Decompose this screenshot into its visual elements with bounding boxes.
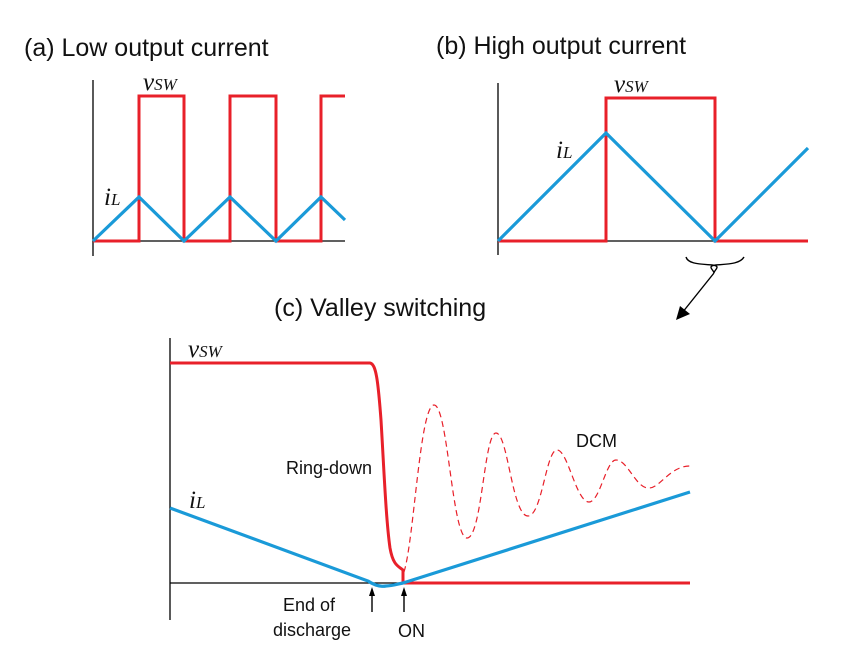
panel-c-dcm-ringing — [403, 404, 691, 573]
panel-c-vsw-label: vSW — [188, 336, 224, 363]
panel-b-vsw-waveform — [498, 96, 808, 243]
panel-b-il-label: iL — [556, 137, 572, 164]
on-arrow-head — [401, 587, 407, 596]
panel-c-vsw-waveform — [170, 361, 690, 585]
ring-down-label: Ring-down — [286, 458, 372, 478]
panel-a-title: (a) Low output current — [24, 34, 269, 62]
panel-c-il-waveform — [169, 490, 691, 588]
panel-a-il-label: iL — [104, 184, 120, 211]
panel-b-il-waveform — [496, 130, 810, 244]
panel-a-vsw-waveform — [93, 94, 345, 243]
panel-b-title: (b) High output current — [436, 32, 686, 60]
dcm-label: DCM — [576, 431, 617, 451]
end-of-discharge-label-line2: discharge — [273, 620, 351, 640]
zoom-arrow-head — [676, 306, 690, 320]
panel-a: (a) Low output current vSW iL — [24, 34, 347, 256]
panel-a-il-waveform — [91, 194, 347, 244]
panel-c: (c) Valley switching vSW iL Ring-down DC… — [169, 294, 691, 641]
panel-a-vsw-label: vSW — [143, 69, 179, 96]
zoom-brace — [685, 256, 745, 274]
panel-b-vsw-label: vSW — [614, 71, 650, 98]
on-label: ON — [398, 621, 425, 641]
end-of-discharge-label-line1: End of — [283, 595, 336, 615]
panel-c-title: (c) Valley switching — [274, 294, 486, 322]
panel-c-il-label: iL — [189, 487, 205, 514]
end-of-discharge-arrow-head — [369, 587, 375, 596]
panel-b: (b) High output current vSW iL — [436, 32, 810, 320]
